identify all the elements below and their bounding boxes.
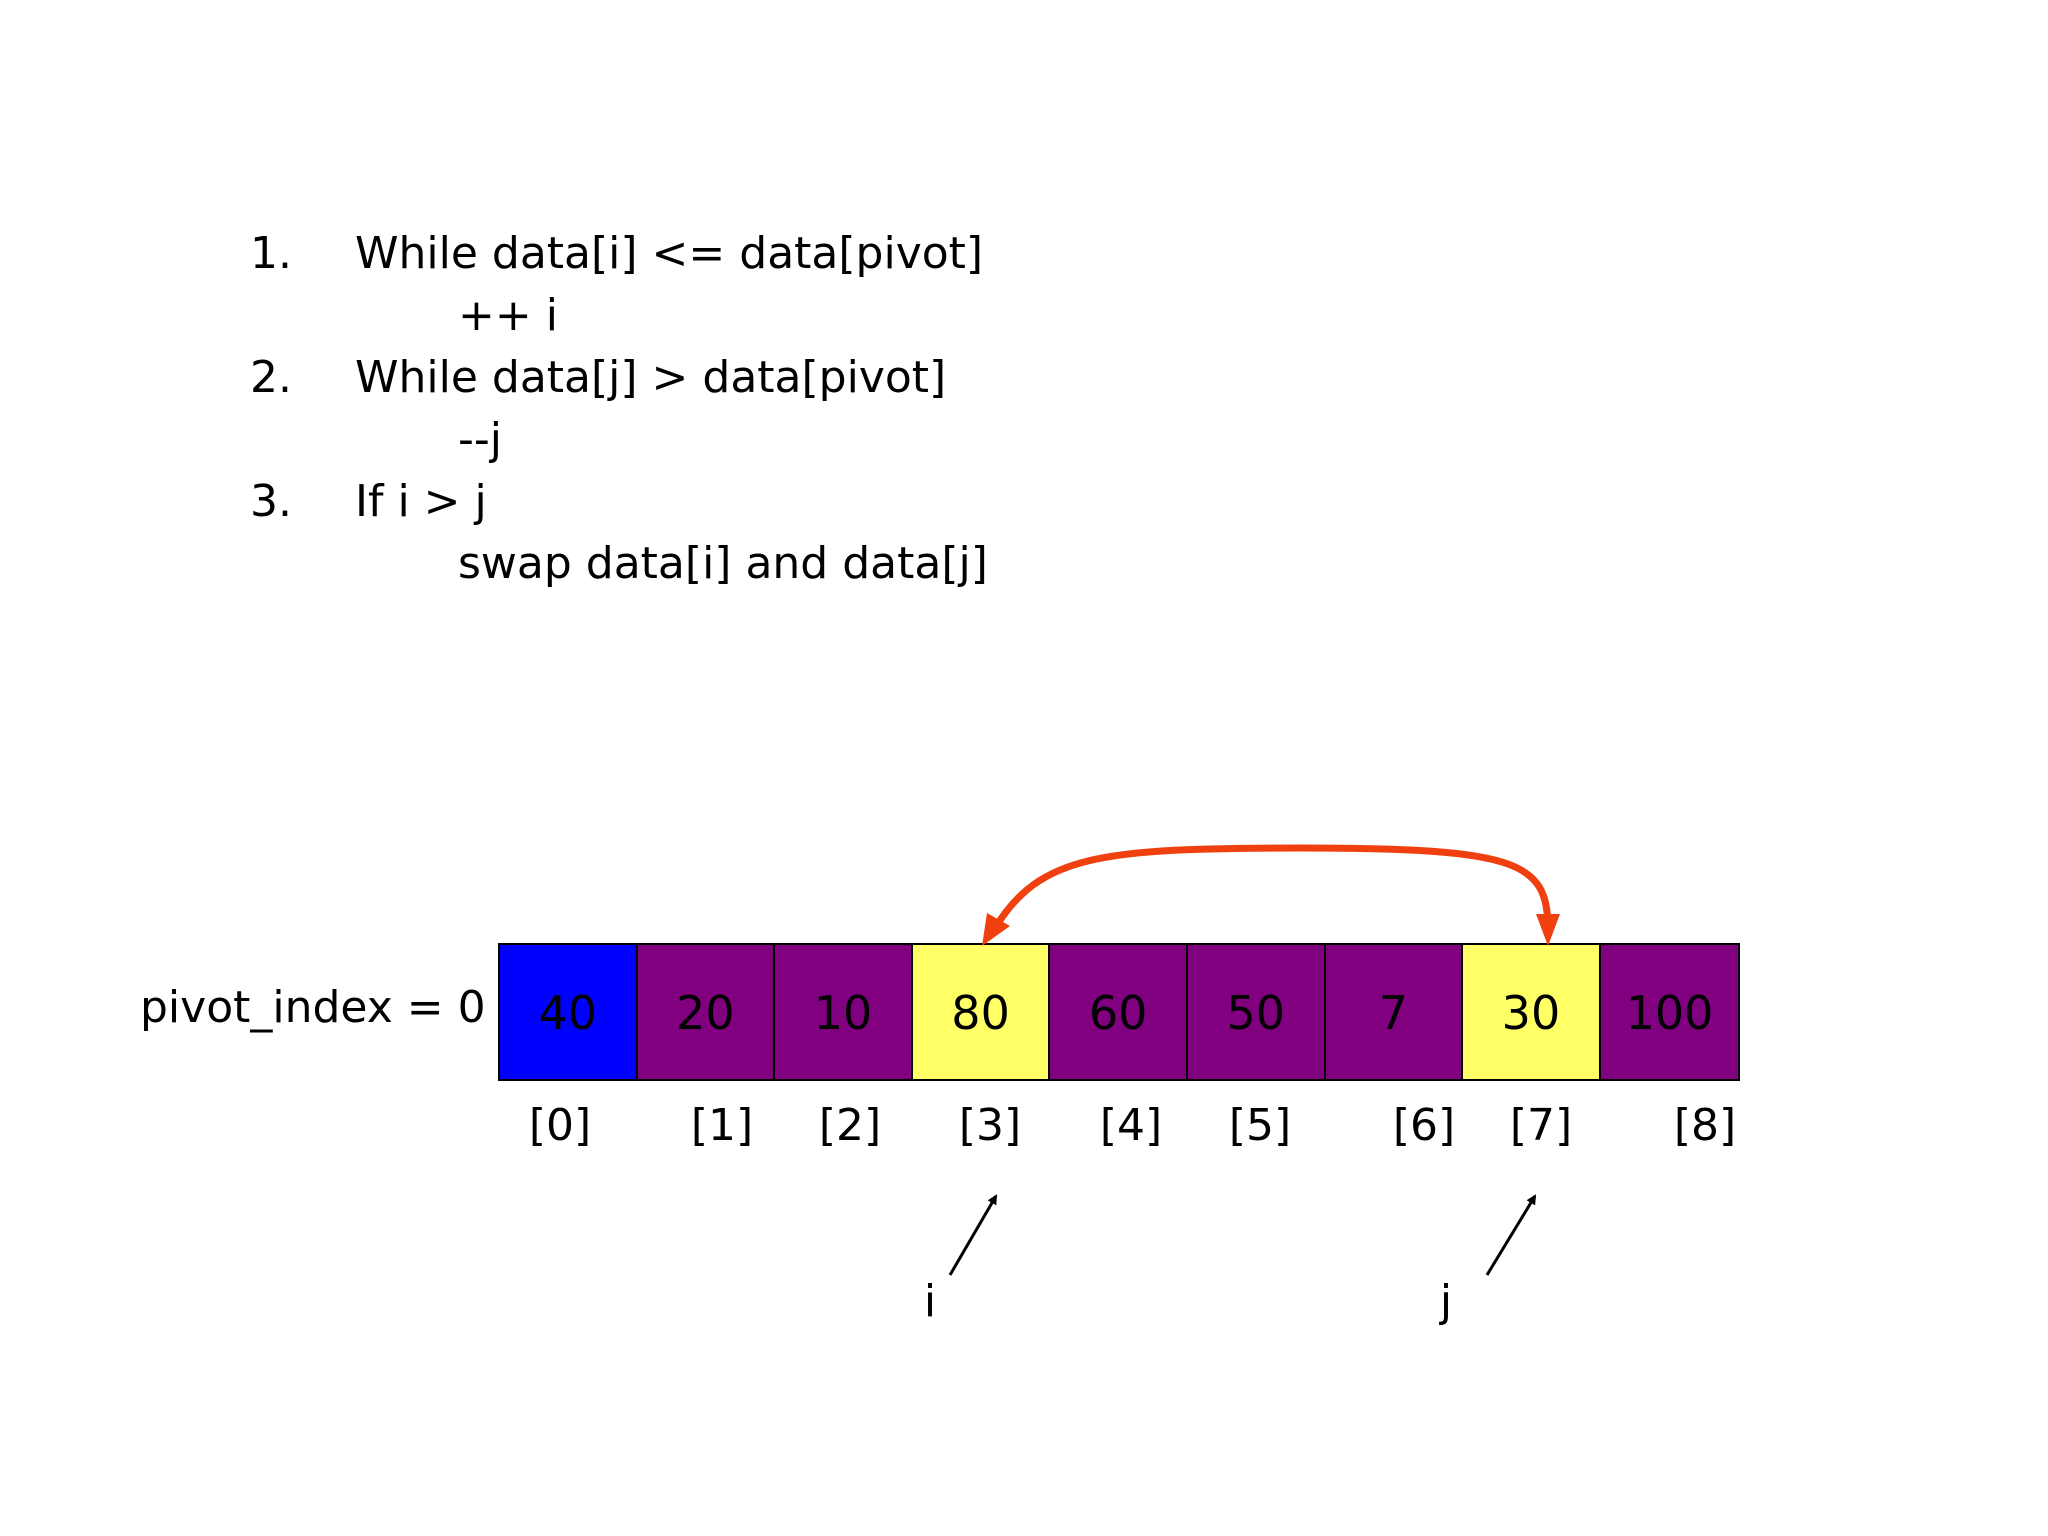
array-cell: 7 [1325,945,1464,1079]
array-cell: 100 [1600,945,1739,1079]
array-index-label: [8] [1673,1100,1737,1151]
step-3-number: 3. [250,476,292,527]
array-cell: 10 [775,945,913,1079]
pointer-i-label: i [923,1276,937,1327]
array-index-label: [7] [1509,1100,1573,1151]
step-1-text: While data[i] <= data[pivot] [355,228,984,279]
array-cell: 60 [1050,945,1188,1079]
swap-arrowhead-right [1536,914,1560,946]
array-index-label: [6] [1392,1100,1456,1151]
array-index-label: [2] [818,1100,882,1151]
step-3-action: swap data[i] and data[j] [458,538,988,589]
pointer-j-label: j [1439,1276,1453,1327]
swap-arrowhead-left [982,913,1010,946]
array-cell: 30 [1463,945,1601,1079]
array-index-label: [3] [958,1100,1022,1151]
array-index-label: [0] [528,1100,592,1151]
array-index-label: [5] [1228,1100,1292,1151]
array-cell: 20 [637,945,776,1079]
array-cell: 80 [912,945,1051,1079]
step-2-text: While data[j] > data[pivot] [355,352,947,403]
array-index-label: [1] [690,1100,754,1151]
pointer-j-arrow [1485,1194,1537,1276]
step-2-number: 2. [250,352,292,403]
step-1-action: ++ i [458,290,558,341]
pointer-i-arrow [948,1194,998,1276]
swap-arrow [991,844,1552,934]
pivot-index-label: pivot_index = 0 [140,982,486,1033]
array-cell: 50 [1187,945,1326,1079]
step-2-action: --j [458,414,502,465]
step-3-text: If i > j [355,476,487,527]
step-1-number: 1. [250,228,292,279]
array-cell: 40 [500,945,638,1079]
array-index-label: [4] [1099,1100,1163,1151]
